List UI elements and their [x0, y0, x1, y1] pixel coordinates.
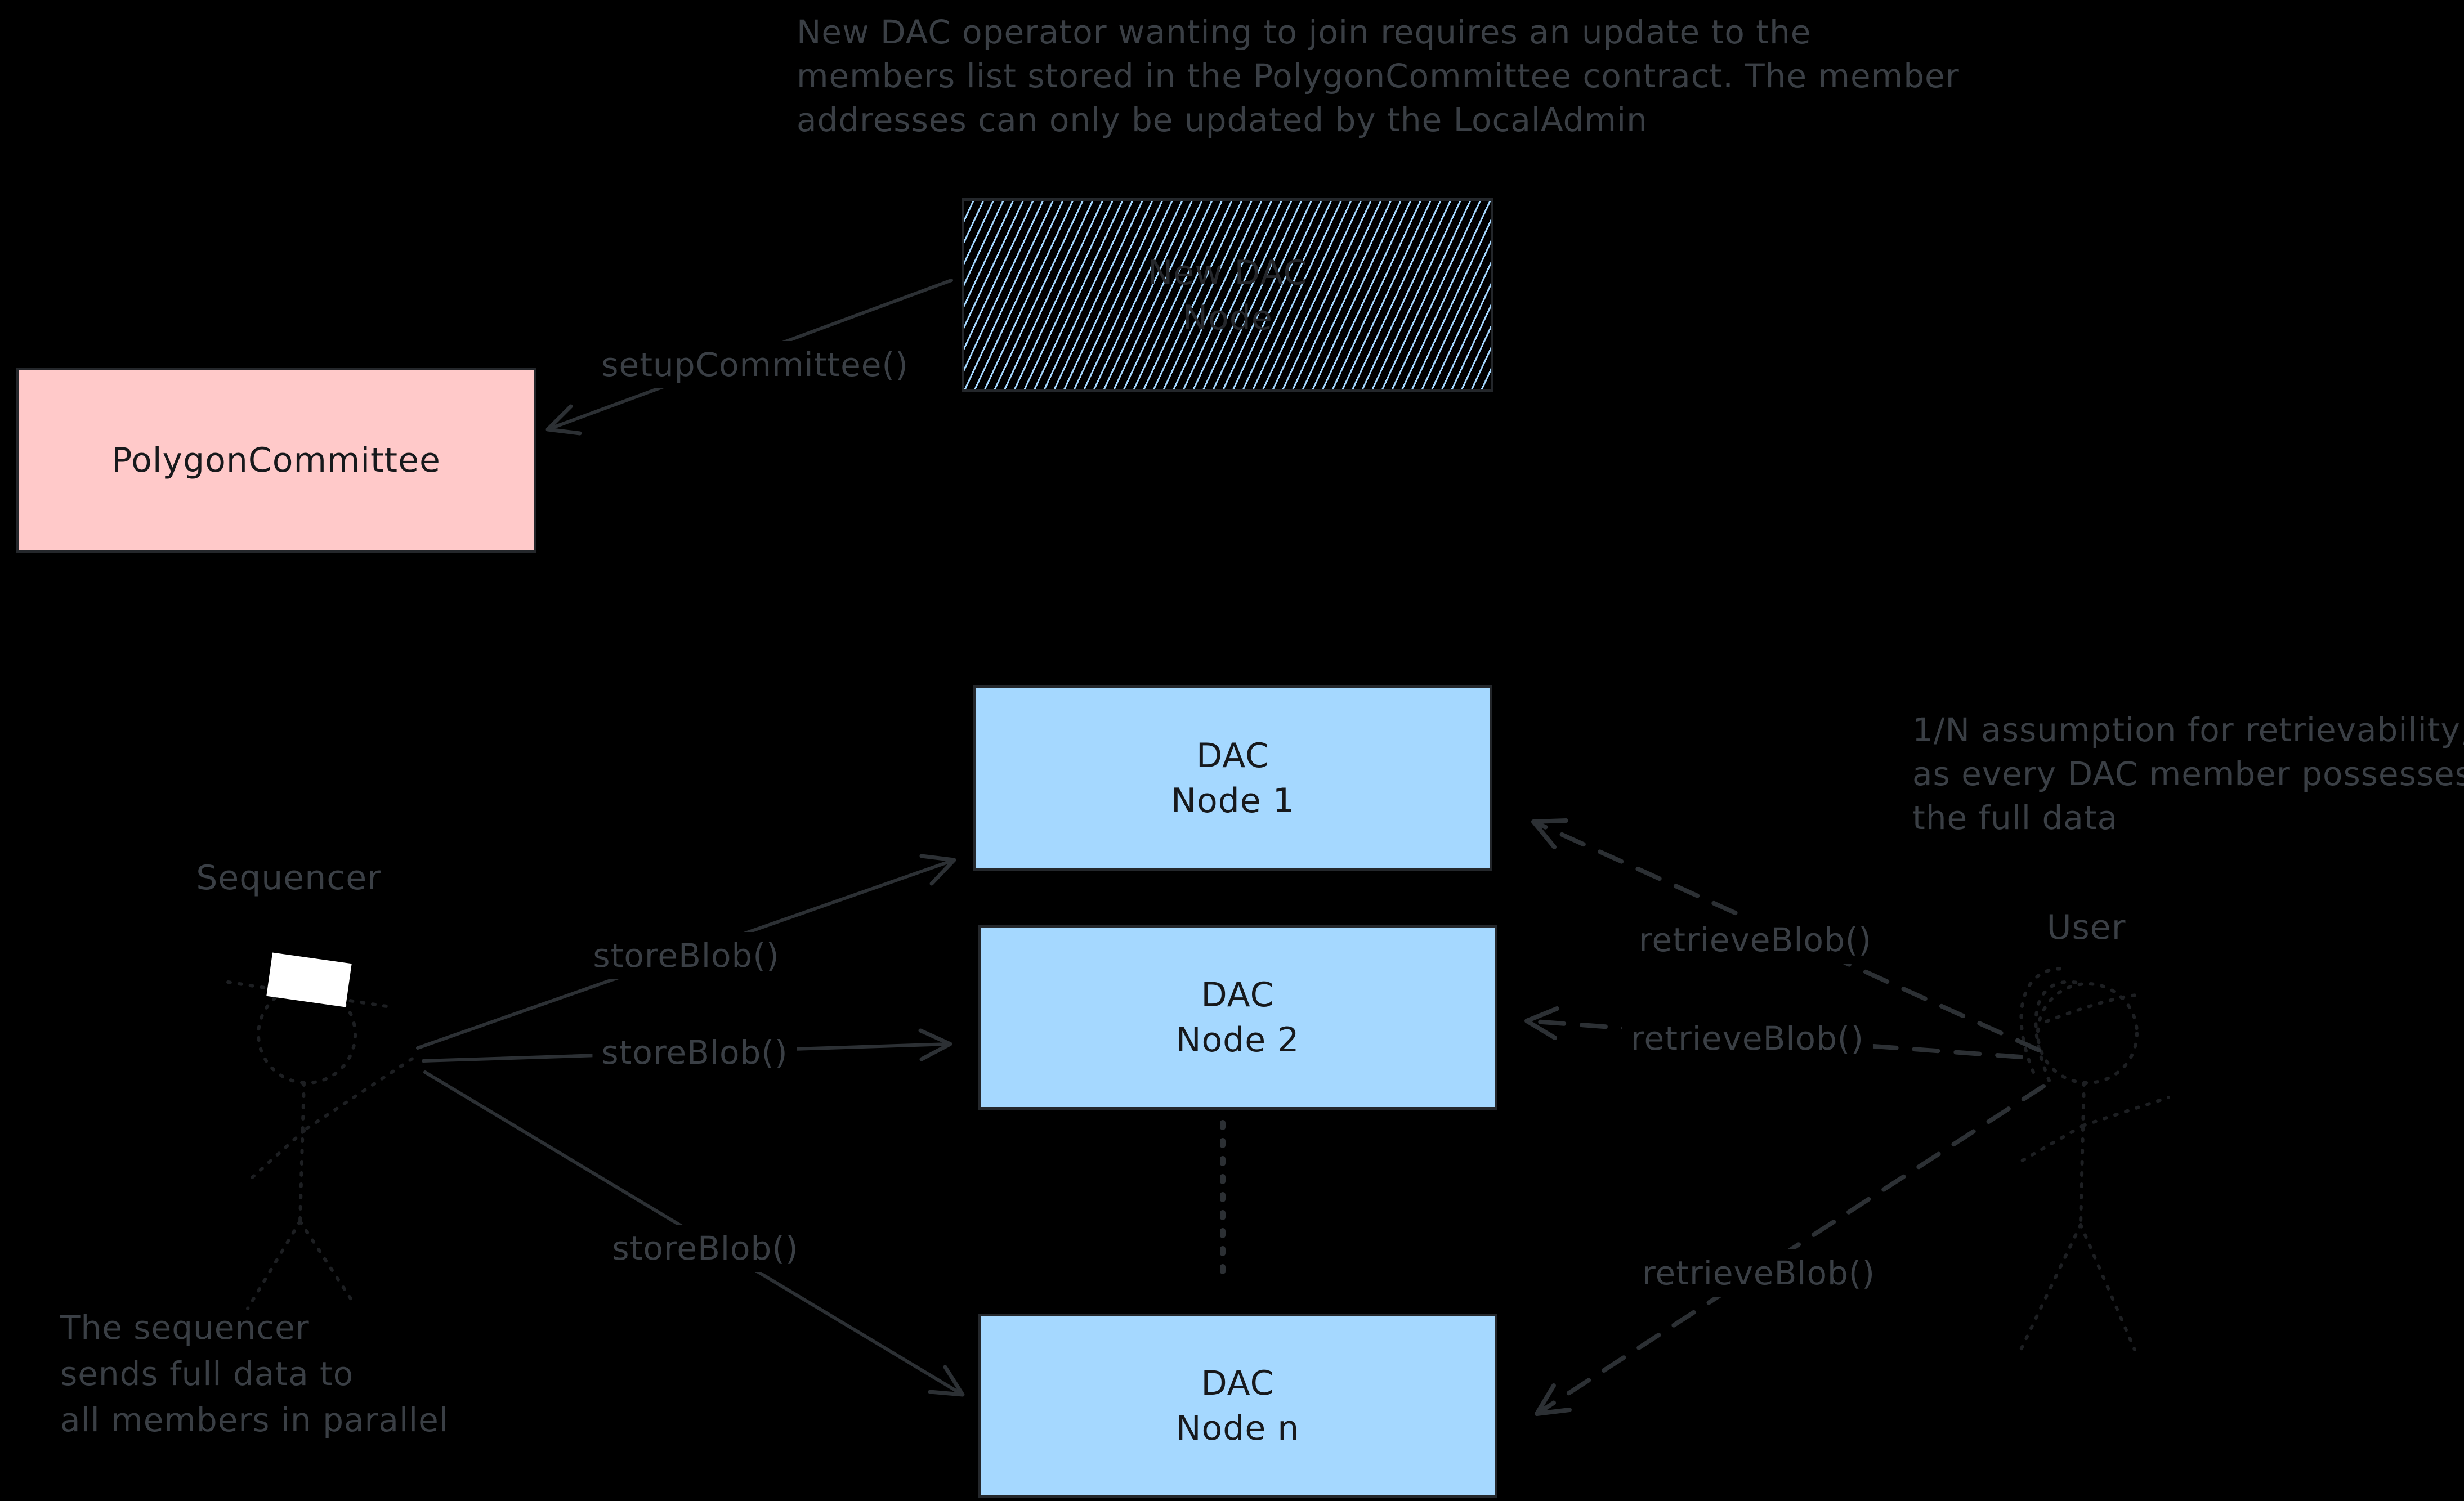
leg-right: [2079, 1223, 2136, 1351]
retrieve-blob-n-edge-label: retrieveBlob(): [1633, 1249, 1885, 1297]
dac-node-2-label: DAC Node 2: [1176, 973, 1300, 1063]
box-label-line: Node 2: [1175, 1020, 1300, 1060]
note-line: sends full data to: [60, 1355, 354, 1393]
box-label-line: Node 1: [1171, 781, 1295, 821]
box-label-line: New DAC: [1147, 253, 1308, 293]
polygon-committee-label: PolygonCommittee: [111, 441, 441, 480]
body: [298, 1081, 306, 1223]
store-blob-n-edge-label: storeBlob(): [603, 1225, 808, 1272]
box-label-line: Node n: [1175, 1408, 1300, 1448]
setup-committee-edge-label: setupCommittee(): [592, 341, 918, 388]
arm-left: [251, 1125, 310, 1179]
box-label-line: DAC: [1196, 736, 1270, 776]
store-blob-1-edge-label: storeBlob(): [584, 932, 789, 979]
new-dac-node-box: New DAC Node: [962, 198, 1493, 392]
sequencer-figure-icon: [226, 952, 417, 1310]
polygon-committee-box: PolygonCommittee: [16, 368, 536, 553]
hair: [2019, 967, 2067, 1074]
arrowhead: [928, 1365, 965, 1397]
sequencer-hat-icon: [266, 952, 352, 1007]
leg-right: [298, 1220, 355, 1305]
body: [2079, 1081, 2086, 1226]
note-line: addresses can only be updated by the Loc…: [797, 101, 1648, 139]
box-label-line: Node: [1182, 298, 1273, 338]
leg-left: [246, 1220, 302, 1310]
dac-node-1-box: DAC Node 1: [973, 685, 1492, 871]
arrowhead: [1535, 1383, 1572, 1416]
arm-right: [2081, 1096, 2170, 1127]
note-line: 1/N assumption for retrievability,: [1912, 711, 2464, 749]
note-line: New DAC operator wanting to join require…: [797, 13, 1812, 51]
arm-left: [2015, 1124, 2085, 1166]
user-label: User: [2046, 908, 2126, 947]
leg-left: [2018, 1223, 2082, 1354]
note-line: The sequencer: [60, 1309, 310, 1347]
note-line: all members in parallel: [60, 1401, 449, 1439]
new-dac-node-label: New DAC Node: [1148, 250, 1308, 340]
retrieve-blob-2-edge-label: retrieveBlob(): [1621, 1015, 1873, 1062]
arrowhead: [545, 404, 582, 436]
note-sequencer-parallel: The sequencer sends full data to all mem…: [60, 1305, 449, 1443]
note-line: as every DAC member possesses: [1912, 755, 2464, 793]
dac-node-2-box: DAC Node 2: [978, 925, 1497, 1110]
note-new-dac-operator: New DAC operator wanting to join require…: [797, 10, 1960, 142]
dac-node-1-label: DAC Node 1: [1171, 733, 1295, 823]
head: [2036, 982, 2139, 1085]
hair: [2034, 980, 2085, 1082]
store-blob-2-edge-label: storeBlob(): [592, 1029, 797, 1076]
arrowhead: [918, 1028, 952, 1061]
hair-fringe: [2045, 993, 2138, 1023]
sequencer-label: Sequencer: [196, 858, 382, 898]
arrowhead: [1531, 818, 1568, 849]
box-label-line: DAC: [1201, 1363, 1275, 1403]
box-label-line: DAC: [1201, 975, 1275, 1015]
note-line: the full data: [1912, 799, 2118, 837]
head: [257, 984, 357, 1085]
arm-right: [305, 1055, 417, 1130]
dac-node-n-box: DAC Node n: [978, 1314, 1497, 1498]
note-line: members list stored in the PolygonCommit…: [797, 57, 1960, 95]
dac-node-n-label: DAC Node n: [1176, 1361, 1300, 1451]
arrowhead: [1524, 1006, 1559, 1040]
hat-brim: [226, 980, 396, 1009]
retrieve-blob-1-edge-label: retrieveBlob(): [1629, 916, 1881, 964]
arrowhead: [919, 854, 956, 886]
note-retrievability-assumption: 1/N assumption for retrievability, as ev…: [1912, 708, 2464, 840]
user-figure-icon: [2015, 967, 2170, 1354]
